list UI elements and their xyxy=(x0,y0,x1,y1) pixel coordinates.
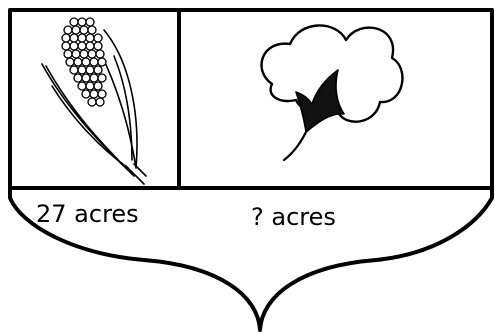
corn-kernel xyxy=(96,50,104,58)
corn-kernel xyxy=(88,98,96,106)
corn-kernel xyxy=(94,42,102,50)
corn-kernel xyxy=(86,82,94,90)
corn-kernel xyxy=(72,26,80,34)
corn-kernel xyxy=(80,50,88,58)
corn-kernel xyxy=(78,34,86,42)
corn-kernel xyxy=(80,26,88,34)
corn-kernel xyxy=(70,66,78,74)
corn-kernel xyxy=(64,50,72,58)
corn-kernel xyxy=(82,58,90,66)
corn-kernel xyxy=(90,90,98,98)
corn-kernel xyxy=(82,74,90,82)
corn-kernel xyxy=(78,82,86,90)
corn-kernel xyxy=(90,58,98,66)
corn-kernel xyxy=(86,42,94,50)
corn-acres-label: 27 acres xyxy=(36,202,139,226)
corn-kernel xyxy=(62,34,70,42)
corn-kernel xyxy=(82,90,90,98)
corn-kernel xyxy=(98,74,106,82)
corn-kernel xyxy=(86,34,94,42)
corn-kernel xyxy=(94,82,102,90)
corn-kernel xyxy=(94,34,102,42)
corn-kernel xyxy=(86,18,94,26)
corn-kernel xyxy=(66,58,74,66)
corn-kernel xyxy=(78,66,86,74)
corn-kernel xyxy=(72,50,80,58)
corn-kernel xyxy=(70,34,78,42)
corn-kernel xyxy=(78,18,86,26)
corn-kernel xyxy=(88,50,96,58)
corn-kernel xyxy=(96,98,104,106)
corn-kernel xyxy=(62,42,70,50)
corn-kernel xyxy=(70,18,78,26)
cotton-acres-label: ? acres xyxy=(251,205,336,229)
corn-kernel xyxy=(94,66,102,74)
corn-kernel xyxy=(74,58,82,66)
corn-kernel xyxy=(98,58,106,66)
corn-kernel xyxy=(88,26,96,34)
corn-kernel xyxy=(74,74,82,82)
corn-kernel xyxy=(78,42,86,50)
corn-kernel xyxy=(86,66,94,74)
corn-kernel xyxy=(64,26,72,34)
corn-kernel xyxy=(98,90,106,98)
corn-kernel xyxy=(70,42,78,50)
corn-kernel xyxy=(90,74,98,82)
